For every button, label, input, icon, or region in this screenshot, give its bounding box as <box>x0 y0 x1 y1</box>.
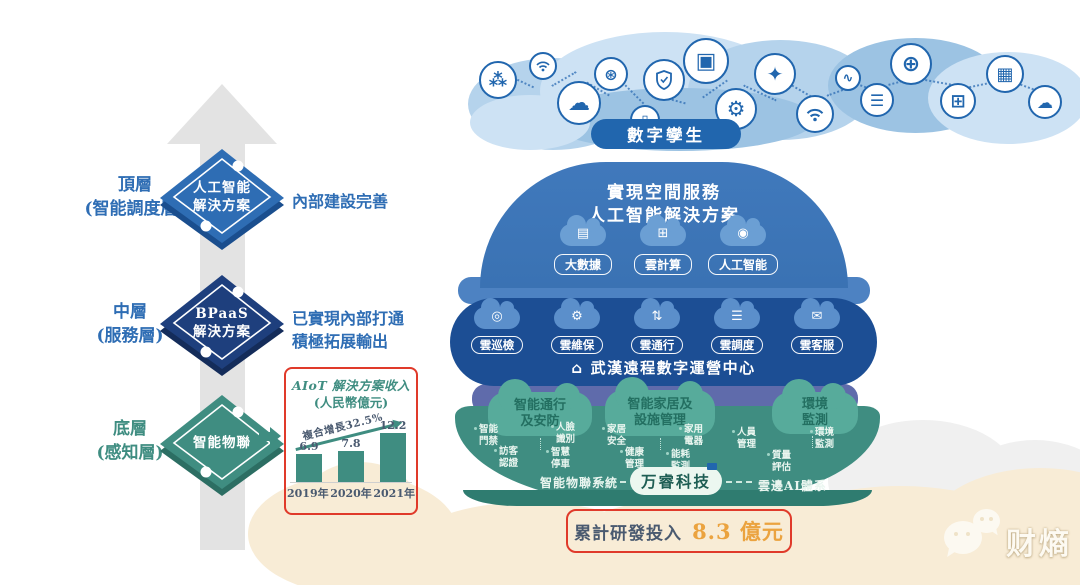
shield-icon <box>643 59 685 101</box>
green-item: 家用電器 <box>679 424 708 448</box>
server-grid-icon: ⊞ <box>940 83 976 119</box>
dome-title-line1: 實現空間服務 <box>607 183 721 203</box>
iot-system-label: 智能物聯系統 <box>540 476 619 490</box>
support-cloud-icon: ✉ <box>794 298 840 329</box>
green-cloud-environment: 環境監測 <box>772 379 858 434</box>
dome-item-cloudcomputing: ⊞ 雲計算 <box>621 215 705 275</box>
ai-robot-icon: ◉ <box>720 215 766 246</box>
cloud-services-band: ◎ 雲巡檢 ⚙ 雲維保 ⇅ 雲通行 ☰ 雲調度 ✉ 雲客服 ⌂ 武漢遠程數字運營… <box>450 298 877 386</box>
layer-bottom-title: 底層 (感知層) <box>96 419 164 463</box>
dome-item-ai: ◉ 人工智能 <box>701 215 785 275</box>
service-maintenance: ⚙ 雲維保 <box>537 298 617 354</box>
chart-title: AIoT 解決方案收入 <box>291 378 411 393</box>
chart-axis <box>290 482 412 483</box>
chart-subtitle: (人民幣億元) <box>313 395 389 410</box>
layer-axis-arrow-head <box>167 84 277 144</box>
green-item: 環境監測 <box>810 427 839 451</box>
logo-flag-icon <box>707 463 717 470</box>
signal-wave-icon: ∿ <box>835 65 861 91</box>
network-icon: ⁂ <box>479 61 517 99</box>
inspection-cloud-icon: ◎ <box>474 298 520 329</box>
bar-value: 6.9 <box>299 440 319 454</box>
svg-text:解決方案: 解決方案 <box>193 323 251 340</box>
green-item: 智慧停車 <box>546 447 575 471</box>
bar-2020: 7.8 <box>338 437 364 482</box>
green-item: 人員管理 <box>732 427 761 451</box>
cloud-edge-ai-label: 雲邊AI體系 <box>758 479 827 493</box>
ops-center-label: 武漢遠程數字運營中心 <box>590 359 756 377</box>
layer-mid-note: 已實現內部打通 積極拓展輸出 <box>292 309 405 352</box>
svg-text:智能物聯: 智能物聯 <box>193 434 251 451</box>
access-cloud-icon: ⇅ <box>634 298 680 329</box>
green-item: 質量評估 <box>767 450 796 474</box>
logo-connector-right <box>726 481 752 483</box>
wifi-icon <box>529 52 557 80</box>
dispatch-cloud-icon: ☰ <box>714 298 760 329</box>
cloud-computing-icon: ⊞ <box>640 215 686 246</box>
green-item: 能耗監測 <box>666 449 695 473</box>
service-access: ⇅ 雲通行 <box>617 298 697 354</box>
bar-2019: 6.9 <box>296 440 322 482</box>
green-item: 智能門禁 <box>474 424 503 448</box>
building-icon: ⌂ <box>571 358 584 377</box>
dome-title-line2: 人工智能解決方案 <box>588 206 740 226</box>
diamond-mid-bpaas: BPaaS 解決方案 <box>160 275 284 376</box>
green-cloud-access-security: 智能通行及安防 <box>488 379 592 436</box>
cloud-data-icon: ☁ <box>1028 85 1062 119</box>
green-item: 健康管理 <box>620 447 649 471</box>
globe-icon: ⊕ <box>890 43 932 85</box>
service-inspection: ◎ 雲巡檢 <box>457 298 537 354</box>
svg-text:解決方案: 解決方案 <box>193 197 251 214</box>
rd-investment-box: 累計研發投入 8.3 億元 <box>566 509 792 553</box>
layer-top-note: 內部建設完善 <box>292 192 389 211</box>
caishang-watermark: 财熵 <box>942 505 1080 565</box>
green-item: 家居安全 <box>602 424 631 448</box>
screens-icon: ▣ <box>683 38 729 84</box>
diamond-bottom-aiot: 智能物聯 <box>160 395 284 496</box>
rd-label: 累計研發投入 <box>574 523 683 544</box>
layer-mid-title: 中層 (服務層) <box>96 302 164 346</box>
ai-node-icon: ✦ <box>754 53 796 95</box>
ops-center-line: ⌂ 武漢遠程數字運營中心 <box>450 357 877 378</box>
chart-connector-arrow-shaft <box>259 432 270 441</box>
green-connector <box>660 438 661 450</box>
rd-value: 8.3 億元 <box>692 519 784 544</box>
bar-value: 7.8 <box>341 436 361 450</box>
wonders-tech-logo: 万睿科技 <box>630 463 722 495</box>
dome-item-bigdata: ▤ 大數據 <box>541 215 625 275</box>
layer-top-title: 頂層 (智能調度層) <box>84 175 186 219</box>
dome-ai-solution: 實現空間服務 人工智能解決方案 ▤ 大數據 ⊞ 雲計算 ◉ 人工智能 <box>480 162 848 288</box>
green-item: 訪客認證 <box>494 446 523 470</box>
green-connector <box>812 436 813 448</box>
bar-rect <box>338 450 364 482</box>
bowl-rim <box>463 490 872 506</box>
bar-rect <box>296 454 322 482</box>
green-connector <box>540 438 541 450</box>
digital-twin-pill: 數字孿生 <box>591 119 741 149</box>
molecule-icon: ⊛ <box>594 57 628 91</box>
maintenance-cloud-icon: ⚙ <box>554 298 600 329</box>
bigdata-cloud-icon: ▤ <box>560 215 606 246</box>
chart-connector-arrow-head <box>270 427 281 445</box>
green-item: 人臉識別 <box>551 422 580 446</box>
green-cloud-smart-home: 智能家居及設施管理 <box>605 377 715 436</box>
diamond-top-ai-solution: 人工智能 解決方案 <box>160 149 284 250</box>
chip-icon: ▦ <box>986 55 1024 93</box>
svg-text:人工智能: 人工智能 <box>193 179 251 196</box>
database-icon: ☰ <box>860 83 894 117</box>
bar-2021: 12.2 <box>380 419 406 482</box>
watermark-text: 财熵 <box>1006 527 1072 562</box>
bar-value: 12.2 <box>379 419 407 433</box>
wifi-icon <box>796 95 834 133</box>
service-dispatch: ☰ 雲調度 <box>697 298 777 354</box>
bar-rect <box>380 433 406 482</box>
svg-text:BPaaS: BPaaS <box>195 306 248 322</box>
aiot-revenue-chart: AIoT 解決方案收入 (人民幣億元) 複合增長32.5% 6.9 7.8 12… <box>284 367 418 515</box>
service-support: ✉ 雲客服 <box>777 298 857 354</box>
logo-connector-left <box>598 481 626 483</box>
cloud-sync-icon: ☁ <box>557 81 601 125</box>
wechat-bubble-small-icon <box>973 509 1000 533</box>
